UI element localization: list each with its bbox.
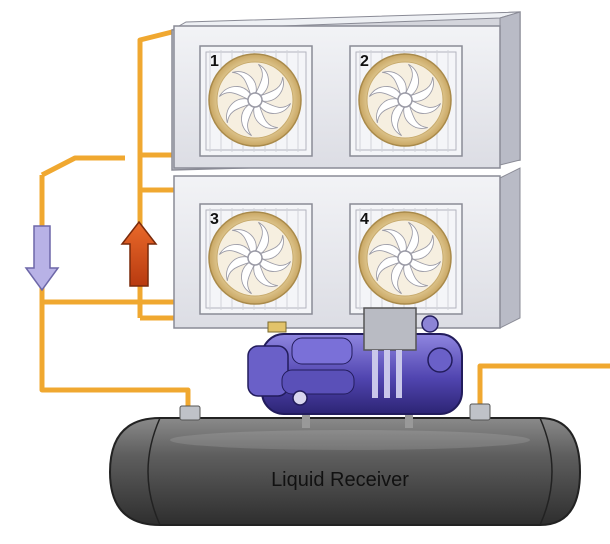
- fan-4: 4: [349, 203, 463, 315]
- fan-number-label: 4: [360, 211, 369, 228]
- liquid-receiver: Liquid Receiver: [108, 403, 582, 526]
- flow-arrow-up: [120, 220, 158, 287]
- flow-arrow-down: [24, 225, 60, 292]
- fan-number-label: 3: [210, 211, 219, 228]
- fan-number-label: 1: [210, 53, 219, 70]
- fan-1: 1: [199, 45, 313, 157]
- fan-group: 1 2 3 4: [199, 45, 463, 315]
- fan-2: 2: [349, 45, 463, 157]
- receiver-label: Liquid Receiver: [271, 469, 409, 491]
- fan-number-label: 2: [360, 53, 369, 70]
- compressor: [247, 307, 463, 428]
- fan-3: 3: [199, 203, 313, 315]
